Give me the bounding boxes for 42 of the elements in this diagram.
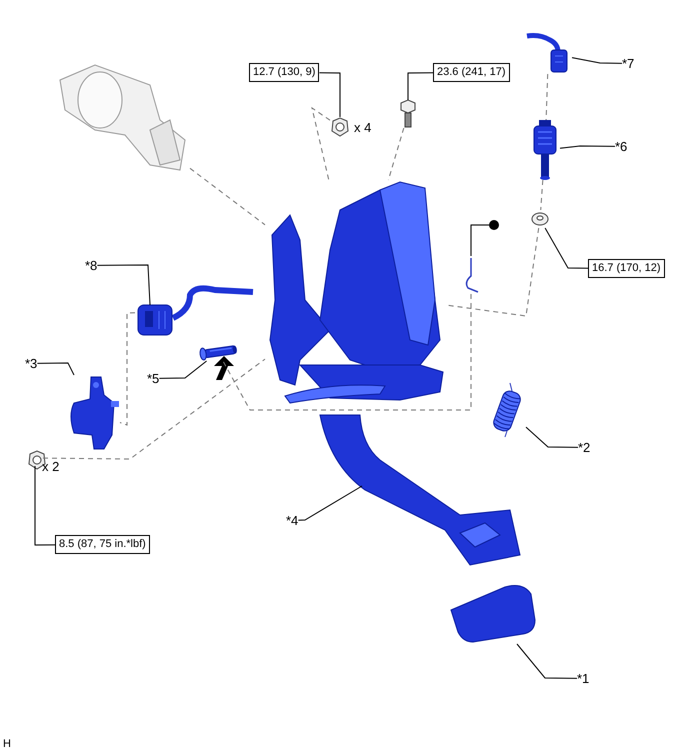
callout-number: *3 <box>25 356 38 371</box>
assembly-line <box>311 106 330 180</box>
figure-code: H <box>3 738 11 750</box>
leader-line <box>572 57 622 64</box>
assembly-line <box>120 312 136 426</box>
callout-number: *1 <box>577 671 590 686</box>
quantity-label: x 2 <box>42 459 60 474</box>
leader-line <box>158 360 208 379</box>
callout-number: *5 <box>147 371 160 386</box>
assembly-line <box>546 74 548 120</box>
callout-number: *7 <box>622 56 634 71</box>
leader-line <box>96 264 150 306</box>
leader-line <box>34 466 56 546</box>
leader-line <box>560 146 616 149</box>
assembly-line <box>190 168 266 226</box>
pin-drawing <box>198 343 238 361</box>
nut-drawing <box>530 210 550 228</box>
pedal-arm-drawing <box>320 415 520 565</box>
leader-line <box>526 426 578 448</box>
leader-line <box>544 228 588 269</box>
callout-number: *6 <box>615 139 628 154</box>
torque-spec-box: 16.7 (170, 12) <box>588 259 664 278</box>
torque-spec-box: 8.5 (87, 75 in.*lbf) <box>55 535 150 554</box>
nut-drawing <box>330 117 350 137</box>
leader-line <box>516 644 578 679</box>
bolt-drawing <box>400 100 416 128</box>
callout-number: *4 <box>286 513 298 528</box>
assembly-line <box>388 128 404 180</box>
torque-spec-box: 23.6 (241, 17) <box>433 63 510 82</box>
callout-number: *8 <box>85 258 98 273</box>
leader-line <box>318 72 340 118</box>
quantity-label: x 4 <box>354 120 372 135</box>
marker-dot <box>489 220 499 230</box>
leader-line <box>470 224 490 256</box>
torque-spec-box: 12.7 (130, 9) <box>249 63 320 82</box>
leader-line <box>408 72 434 100</box>
assembly-line <box>222 294 472 410</box>
assembly-line <box>42 358 266 460</box>
leader-line <box>298 486 362 521</box>
assembly-line <box>540 180 544 210</box>
leader-line <box>36 362 74 376</box>
callout-number: *2 <box>578 440 590 455</box>
